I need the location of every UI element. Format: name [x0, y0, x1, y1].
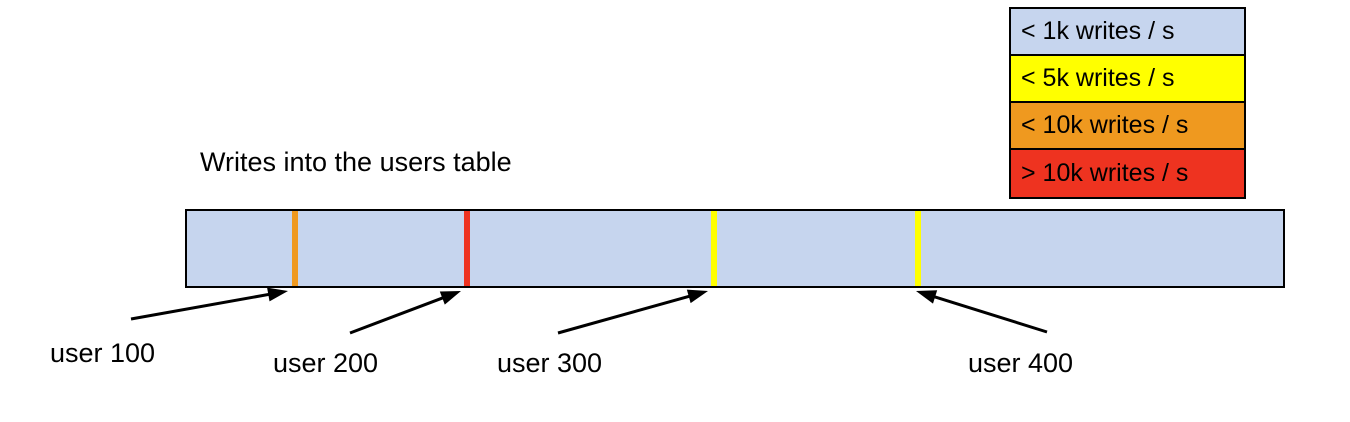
legend-label-lt-1k: < 1k writes / s: [1021, 17, 1175, 45]
bar-marker-user-400: [915, 211, 921, 286]
legend-row-lt-10k: < 10k writes / s: [1011, 103, 1244, 150]
legend-row-gt-10k: > 10k writes / s: [1011, 150, 1244, 197]
annotation-arrow-line-2: [557, 293, 695, 335]
annotation-arrow-head-3: [916, 290, 938, 304]
annotation-label-user-200: user 200: [273, 348, 379, 378]
bar-marker-user-300: [711, 211, 717, 286]
legend-label-lt-10k: < 10k writes / s: [1021, 111, 1189, 139]
annotation-label-user-400: user 400: [968, 348, 1074, 378]
annotation-arrow-head-0: [267, 287, 288, 302]
annotation-arrow-line-1: [349, 294, 449, 335]
annotation-label-user-300: user 300: [497, 348, 603, 378]
bar-marker-user-100: [292, 211, 298, 286]
bar-marker-user-200: [464, 211, 470, 286]
annotation-label-user-100: user 100: [50, 338, 156, 368]
legend: < 1k writes / s < 5k writes / s < 10k wr…: [1009, 7, 1246, 199]
legend-label-lt-5k: < 5k writes / s: [1021, 64, 1175, 92]
annotation-arrow-line-0: [130, 291, 275, 321]
diagram-caption: Writes into the users table: [200, 147, 512, 177]
legend-label-gt-10k: > 10k writes / s: [1021, 159, 1189, 187]
annotation-arrow-head-2: [686, 289, 708, 304]
legend-row-lt-1k: < 1k writes / s: [1011, 9, 1244, 56]
annotation-arrow-head-1: [439, 291, 461, 305]
annotation-arrow-line-3: [928, 293, 1048, 334]
users-table-bar: [185, 209, 1285, 288]
legend-row-lt-5k: < 5k writes / s: [1011, 56, 1244, 103]
